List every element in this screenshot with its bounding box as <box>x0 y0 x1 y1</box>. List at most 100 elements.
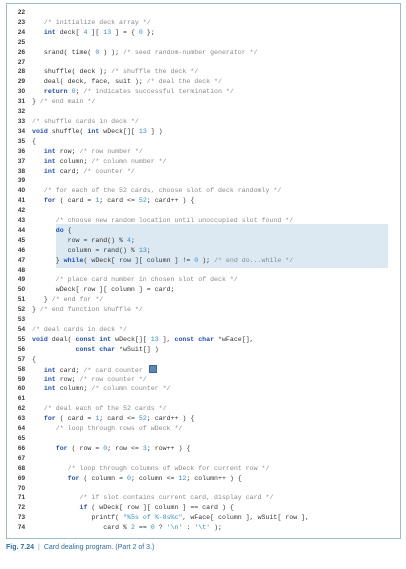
code-line: 28 shuffle( deck ); /* shuffle the deck *… <box>7 67 400 77</box>
code-comment: /* shuffle the deck */ <box>111 68 199 76</box>
code-comment: /* row number */ <box>79 147 143 155</box>
code-text: } /* end function shuffle */ <box>32 305 143 315</box>
code-comment: /* shuffle cards in deck */ <box>32 117 139 125</box>
line-number: 32 <box>17 108 25 116</box>
code-token: *wSuit[] ) <box>115 345 159 353</box>
line-number: 27 <box>17 58 25 66</box>
line-number: 24 <box>17 28 25 36</box>
code-keyword: int <box>43 167 56 175</box>
code-token: column = rand() % <box>67 246 139 254</box>
code-token: ( card = <box>55 415 96 423</box>
code-keyword: int <box>43 385 56 393</box>
code-number: 13 <box>138 127 147 135</box>
code-text: /* choose new random location until unoc… <box>56 216 293 226</box>
code-token: wDeck[][ <box>111 335 151 343</box>
line-number: 65 <box>17 434 25 442</box>
line-number: 68 <box>17 464 25 472</box>
line-number: 61 <box>17 395 25 403</box>
code-text: shuffle( deck ); /* shuffle the deck */ <box>44 67 198 77</box>
code-number: 12 <box>178 474 187 482</box>
code-comment: /* deal each of the 52 cards */ <box>43 405 167 413</box>
code-line: 25 <box>7 38 400 48</box>
code-token: ] ) <box>146 127 163 135</box>
code-line: 53 <box>7 315 400 325</box>
code-keyword: const int <box>75 335 112 343</box>
figure-caption: Fig. 7.24|Card dealing program. (Part 2 … <box>6 544 401 551</box>
line-number: 39 <box>17 177 25 185</box>
code-number: 1 <box>95 415 100 423</box>
line-number: 22 <box>17 9 25 16</box>
code-text: int deck[ 4 ][ 13 ] = { 0 }; <box>44 28 155 38</box>
code-line: 35{ <box>7 137 400 147</box>
code-keyword: for <box>43 197 56 205</box>
code-token: column; <box>55 385 92 393</box>
line-number: 52 <box>17 306 25 314</box>
line-number: 37 <box>17 157 25 165</box>
code-comment: /* place card number in chosen slot of d… <box>55 276 238 284</box>
line-number: 42 <box>17 207 25 215</box>
line-number: 47 <box>17 256 25 264</box>
code-token: srand( time( <box>43 48 96 56</box>
code-token: } <box>55 256 64 264</box>
code-keyword: if <box>79 504 88 512</box>
line-number: 23 <box>17 18 25 26</box>
line-number: 28 <box>17 68 25 76</box>
code-line: 27 <box>7 58 400 68</box>
code-text: /* shuffle cards in deck */ <box>32 117 139 127</box>
code-comment: /* seed random-number generator */ <box>123 48 258 56</box>
code-text: } /* end for */ <box>44 295 103 305</box>
code-line: 43 /* choose new random location until un… <box>7 216 400 226</box>
code-token: shuffle( <box>47 127 88 135</box>
line-number: 74 <box>17 524 25 532</box>
code-token: { <box>32 355 36 363</box>
code-text: wDeck[ row ][ column ] = card; <box>56 285 175 295</box>
code-comment: /* end main */ <box>39 98 96 106</box>
code-token: row; <box>55 147 80 155</box>
code-comment: /* deal the deck */ <box>146 78 222 86</box>
code-line: 64/* loop through rows of wDeck */ <box>7 424 400 434</box>
code-number: 3 <box>142 444 147 452</box>
code-text: } /* end main */ <box>32 97 95 107</box>
code-text: int row; /* row counter */ <box>44 375 147 385</box>
line-number-gutter <box>7 4 26 538</box>
code-token: ( wDeck[ row ][ column ] != <box>83 256 195 264</box>
code-token: ; row <= <box>107 444 143 452</box>
code-token: ( column = <box>79 474 127 482</box>
code-token: ( card = <box>55 197 96 205</box>
code-text: /* for each of the 52 cards, choose slot… <box>44 186 281 196</box>
code-line: 70 <box>7 484 400 494</box>
line-number: 58 <box>17 365 25 373</box>
code-token: ] = { <box>111 28 139 36</box>
code-number: 0 <box>126 474 131 482</box>
code-text: card % 2 == 0 ? '\n' : '\t' ); <box>103 523 222 533</box>
code-text: { <box>32 355 36 365</box>
code-comment: /* column number */ <box>91 157 167 165</box>
code-text: for ( card = 1; card <= 52; card++ ) { <box>44 196 194 206</box>
code-keyword: void <box>32 335 48 343</box>
code-line: 65 <box>7 434 400 444</box>
line-number: 44 <box>17 226 25 234</box>
code-token: } <box>32 306 40 314</box>
code-line: 51} /* end for */ <box>7 295 400 305</box>
caption-separator: | <box>38 544 40 551</box>
line-number: 41 <box>17 197 25 205</box>
line-number: 49 <box>17 276 25 284</box>
code-number: 0 <box>103 444 108 452</box>
code-token: , wFace[ column ], wSuit[ row ], <box>182 514 310 522</box>
code-comment: /* card counter <box>83 366 147 374</box>
line-number: 71 <box>17 494 25 502</box>
code-token: }; <box>142 28 155 36</box>
line-number: 56 <box>17 345 25 353</box>
code-number: 0 <box>138 28 143 36</box>
code-comment: /* indicates successful termination */ <box>83 88 234 96</box>
line-number: 43 <box>17 217 25 225</box>
line-number: 33 <box>17 117 25 125</box>
code-comment: /* column counter */ <box>91 385 171 393</box>
code-token: == <box>134 524 151 532</box>
